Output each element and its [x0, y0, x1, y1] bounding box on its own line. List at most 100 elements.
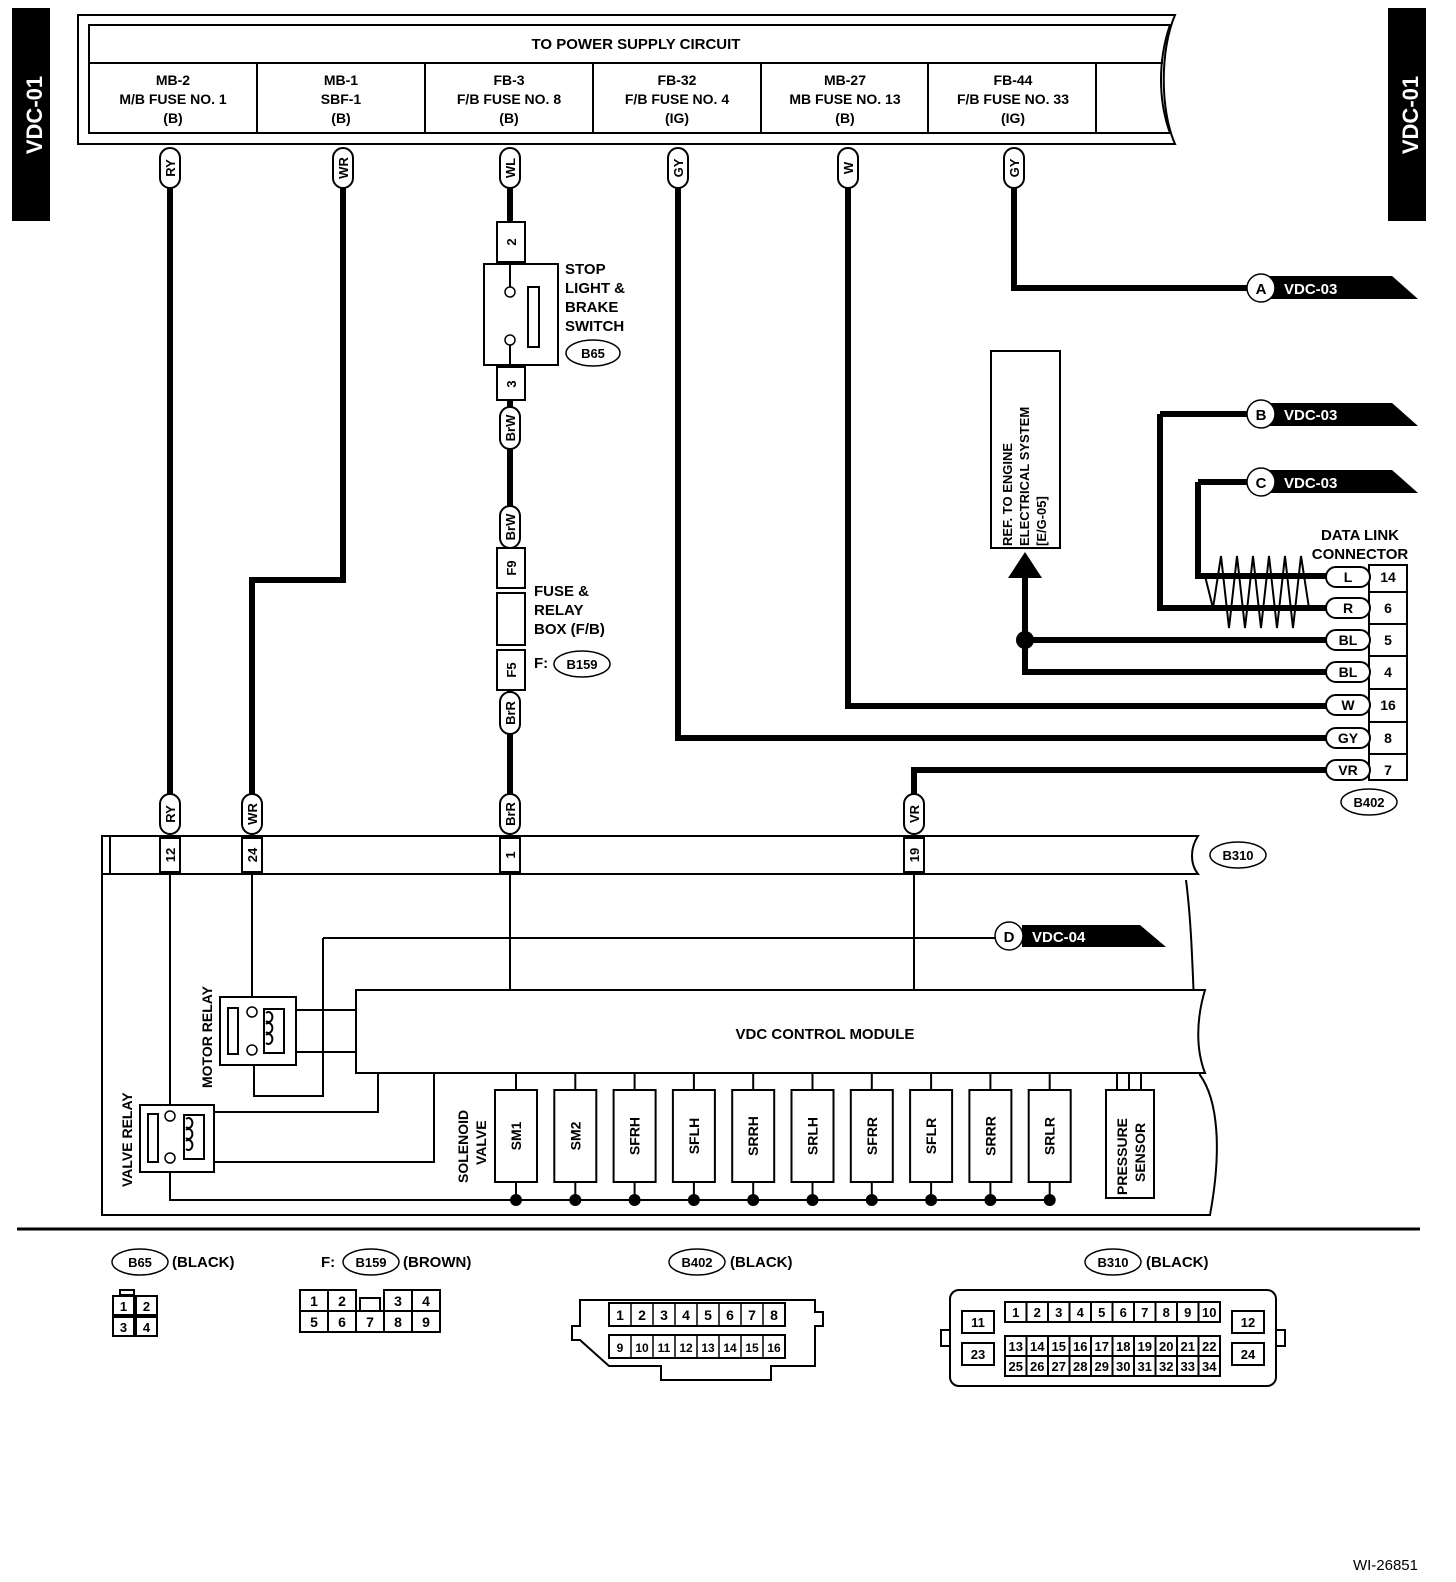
svg-text:STOP: STOP: [565, 261, 606, 278]
svg-text:3: 3: [1055, 1305, 1062, 1320]
svg-text:C: C: [1256, 475, 1267, 492]
fuse-column: FB-32F/B FUSE NO. 4(IG): [625, 72, 729, 126]
svg-text:18: 18: [1116, 1339, 1130, 1354]
solenoid-valve: SRRH: [731, 1073, 776, 1206]
svg-text:1: 1: [310, 1293, 318, 1309]
svg-text:B159: B159: [355, 1255, 386, 1270]
svg-text:11: 11: [658, 1341, 671, 1355]
dlc-wire-label: BL: [1325, 629, 1371, 651]
svg-text:7: 7: [1141, 1305, 1148, 1320]
dlc-wire-label: R: [1325, 597, 1371, 619]
junction-dot: [1016, 631, 1034, 649]
b310-pin: BrR 1: [499, 793, 521, 873]
svg-text:F:: F:: [534, 655, 548, 672]
svg-text:B402: B402: [681, 1255, 712, 1270]
svg-text:B310: B310: [1097, 1255, 1128, 1270]
svg-text:BrR: BrR: [503, 700, 518, 724]
svg-text:1: 1: [503, 851, 518, 858]
fuse-column: FB-44F/B FUSE NO. 33(IG): [957, 72, 1069, 126]
svg-text:VR: VR: [1338, 762, 1357, 778]
svg-text:(BLACK): (BLACK): [730, 1254, 792, 1271]
svg-text:B310: B310: [1222, 848, 1253, 863]
solenoid-valve: SFRR: [849, 1073, 894, 1206]
svg-text:2: 2: [638, 1307, 646, 1323]
dlc-wire-label: GY: [1325, 727, 1371, 749]
wire-color-label: WR: [241, 793, 263, 835]
svg-text:19: 19: [907, 848, 922, 862]
svg-text:5: 5: [704, 1307, 712, 1323]
svg-text:14: 14: [1380, 569, 1396, 585]
svg-text:VALVE RELAY: VALVE RELAY: [119, 1092, 135, 1187]
svg-text:B65: B65: [581, 346, 605, 361]
svg-text:A: A: [1256, 281, 1267, 298]
svg-text:SRRH: SRRH: [745, 1116, 761, 1156]
svg-text:6: 6: [1384, 600, 1392, 616]
svg-text:BL: BL: [1339, 632, 1358, 648]
svg-text:12: 12: [1241, 1315, 1255, 1330]
svg-text:3: 3: [660, 1307, 668, 1323]
svg-text:3: 3: [394, 1293, 402, 1309]
svg-text:1: 1: [616, 1307, 624, 1323]
svg-text:7: 7: [366, 1314, 374, 1330]
solenoid-valve: SRRR: [968, 1073, 1013, 1206]
svg-text:8: 8: [394, 1314, 402, 1330]
svg-text:(B): (B): [163, 110, 182, 126]
svg-text:SRLR: SRLR: [1042, 1117, 1058, 1155]
wire-color-label: GY: [667, 147, 689, 189]
svg-text:3: 3: [504, 380, 519, 387]
svg-text:10: 10: [635, 1341, 649, 1355]
wire-color-label: WR: [332, 147, 354, 189]
wire-color-label: BrW: [499, 505, 521, 549]
svg-text:16: 16: [767, 1341, 781, 1355]
svg-text:25: 25: [1009, 1359, 1023, 1374]
svg-text:VDC-03: VDC-03: [1284, 475, 1337, 492]
svg-text:4: 4: [422, 1293, 430, 1309]
wire-color-label: BrW: [499, 406, 521, 450]
svg-text:13: 13: [701, 1341, 715, 1355]
svg-text:7: 7: [1384, 762, 1392, 778]
wire-color-label: WL: [499, 147, 521, 189]
solenoid-valve: SM2: [553, 1073, 598, 1206]
svg-text:8: 8: [770, 1307, 778, 1323]
svg-text:SBF-1: SBF-1: [321, 91, 362, 107]
fuse-column: FB-3F/B FUSE NO. 8(B): [457, 72, 561, 126]
svg-text:VDC-01: VDC-01: [22, 76, 47, 154]
svg-text:DATA LINK: DATA LINK: [1321, 527, 1399, 544]
svg-text:VR: VR: [907, 804, 922, 823]
svg-text:5: 5: [310, 1314, 318, 1330]
svg-text:22: 22: [1202, 1339, 1216, 1354]
svg-text:15: 15: [745, 1341, 759, 1355]
svg-text:W: W: [1341, 697, 1355, 713]
svg-text:12: 12: [679, 1341, 693, 1355]
svg-text:RY: RY: [163, 159, 178, 177]
svg-text:MB-27: MB-27: [824, 72, 866, 88]
engine-ref-arrow: [1008, 552, 1042, 578]
svg-text:F/B FUSE NO. 33: F/B FUSE NO. 33: [957, 91, 1069, 107]
dlc-wire-label: VR: [1325, 759, 1371, 781]
wire-color-label: BrR: [499, 793, 521, 835]
svg-text:L: L: [1344, 569, 1353, 585]
svg-text:FB-44: FB-44: [994, 72, 1033, 88]
svg-text:D: D: [1004, 929, 1015, 946]
svg-text:1: 1: [1012, 1305, 1019, 1320]
svg-text:F9: F9: [504, 560, 519, 575]
svg-text:27: 27: [1052, 1359, 1066, 1374]
svg-text:4: 4: [682, 1307, 690, 1323]
svg-text:31: 31: [1138, 1359, 1152, 1374]
svg-text:4: 4: [143, 1320, 151, 1335]
svg-text:3: 3: [120, 1320, 127, 1335]
svg-text:34: 34: [1202, 1359, 1217, 1374]
svg-text:11: 11: [971, 1315, 985, 1330]
svg-text:WL: WL: [503, 158, 518, 178]
svg-text:REF. TO ENGINE: REF. TO ENGINE: [1000, 443, 1015, 546]
svg-text:7: 7: [748, 1307, 756, 1323]
svg-text:16: 16: [1380, 697, 1396, 713]
svg-text:F5: F5: [504, 662, 519, 677]
svg-text:13: 13: [1009, 1339, 1023, 1354]
svg-text:VDC-01: VDC-01: [1398, 76, 1423, 154]
svg-text:9: 9: [422, 1314, 430, 1330]
